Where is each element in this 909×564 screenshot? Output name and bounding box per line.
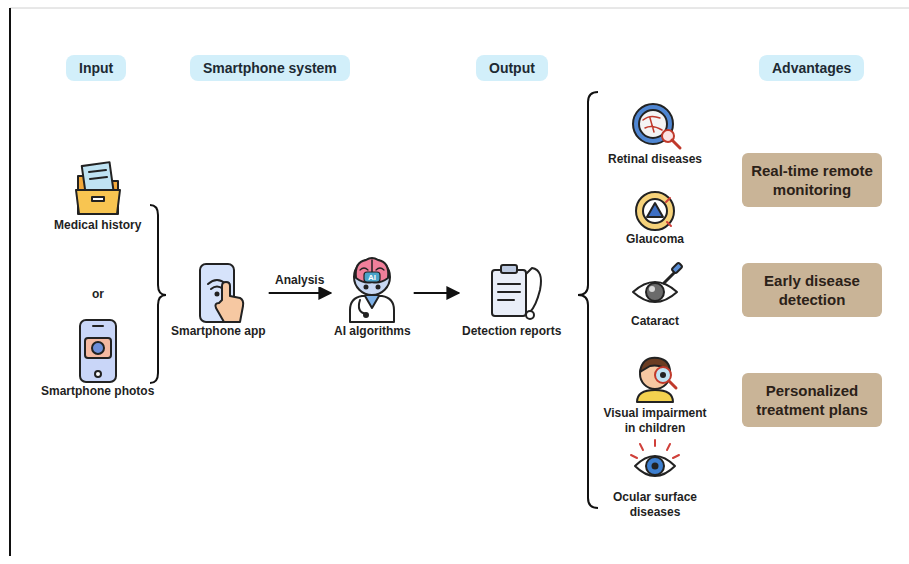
column-header: Input — [66, 55, 126, 81]
frame-line — [9, 8, 11, 556]
node-text: Cataract — [598, 314, 712, 329]
phone-camera-icon — [80, 320, 116, 382]
arrow-connector — [269, 292, 331, 294]
node-text: Early disease detection — [748, 271, 876, 309]
edge-label: Analysis — [273, 273, 326, 287]
frame-line — [10, 8, 909, 9]
child-icon — [637, 358, 676, 402]
node-text: Smartphone photos — [41, 384, 154, 399]
arrow-connector — [414, 292, 459, 294]
node-text: Real-time remote monitoring — [748, 161, 876, 199]
ai-doctor-icon — [350, 258, 394, 322]
cataract-icon — [633, 262, 683, 302]
advantage-box: Real-time remote monitoring — [742, 153, 882, 207]
advantage-box: Personalized treatment plans — [742, 373, 882, 427]
node-text: Advantages — [772, 60, 851, 76]
bracket — [150, 205, 166, 383]
icon-label-node: Visual impairment in children — [598, 356, 712, 436]
node-text: Smartphone app — [171, 324, 266, 339]
node-text: Glaucoma — [598, 232, 712, 247]
node-text: Retinal diseases — [598, 152, 712, 167]
bracket — [578, 92, 598, 508]
node-text: Medical history — [54, 218, 141, 233]
ocular-surface-icon — [631, 440, 679, 476]
advantage-box: Early disease detection — [742, 263, 882, 317]
phone-app-icon — [200, 264, 243, 322]
node-text: Detection reports — [462, 324, 561, 339]
icon-label-node: Glaucoma — [598, 190, 712, 247]
column-header: Output — [476, 55, 548, 81]
node-text: Smartphone system — [203, 60, 337, 76]
icon-label-node: Ocular surface diseases — [598, 440, 712, 520]
icon-label-node: Smartphone app — [171, 262, 266, 339]
icon-text: AI — [368, 273, 376, 282]
icon-label-node: Smartphone photos — [41, 318, 154, 399]
node-text: AI algorithms — [334, 324, 411, 339]
report-icon — [492, 265, 541, 319]
retina-icon — [633, 104, 680, 148]
glaucoma-icon — [636, 192, 674, 230]
node-text: Ocular surface diseases — [598, 490, 712, 520]
node-text: Visual impairment in children — [598, 406, 712, 436]
folder-icon — [76, 162, 120, 214]
connector-word: or — [92, 287, 104, 301]
node-text: Personalized treatment plans — [748, 381, 876, 419]
icon-label-node: Medical history — [54, 166, 141, 233]
icon-label-node: Retinal diseases — [598, 102, 712, 167]
column-header: Advantages — [759, 55, 864, 81]
node-text: Input — [79, 60, 113, 76]
icon-label-node: Cataract — [598, 270, 712, 329]
column-header: Smartphone system — [190, 55, 350, 81]
icon-label-node: Detection reports — [462, 262, 561, 339]
node-text: Output — [489, 60, 535, 76]
